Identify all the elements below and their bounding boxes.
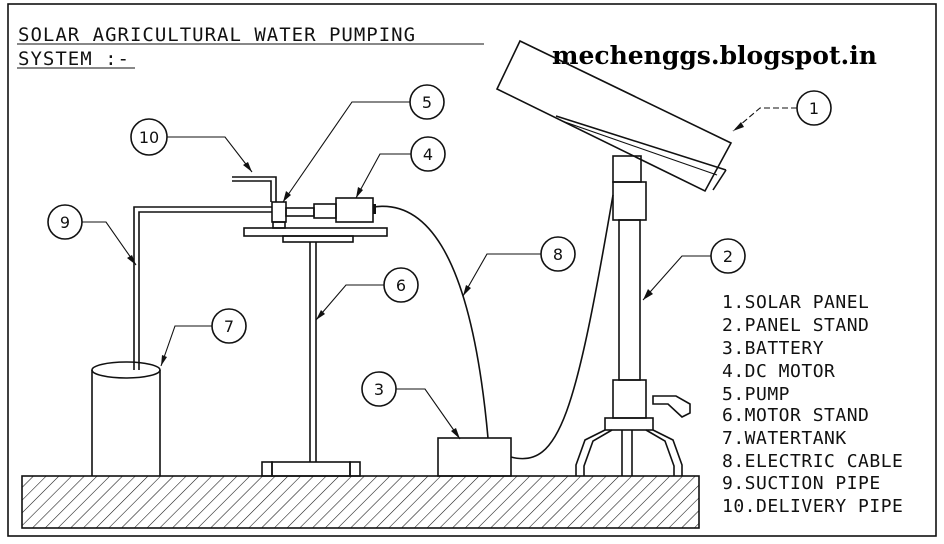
legend-item: 3.BATTERY (722, 338, 824, 359)
blog-watermark: mechenggs.blogspot.in (552, 41, 877, 70)
callout-10: 10 (130, 118, 253, 173)
legend: 1.SOLAR PANEL 2.PANEL STAND 3.BATTERY 4.… (722, 292, 903, 517)
pump (271, 201, 315, 229)
legend-item: 10.DELIVERY PIPE (722, 496, 903, 517)
legend-item: 6.MOTOR STAND (722, 405, 869, 426)
panel-stand (575, 155, 691, 476)
callout-3: 3 (361, 371, 461, 440)
callout-9: 9 (47, 204, 137, 266)
svg-text:2: 2 (723, 247, 733, 266)
solar-panel (495, 39, 733, 193)
svg-text:1: 1 (809, 99, 819, 118)
drawing-frame (7, 3, 937, 537)
svg-text:7: 7 (224, 317, 234, 336)
callout-7: 7 (160, 308, 247, 367)
battery (437, 437, 512, 477)
svg-text:4: 4 (423, 145, 433, 164)
svg-text:8: 8 (553, 245, 563, 264)
suction-pipe (133, 206, 272, 370)
motor-stand (243, 227, 388, 477)
electric-cable-motor (372, 205, 489, 439)
svg-text:3: 3 (374, 380, 384, 399)
svg-text:9: 9 (60, 213, 70, 232)
legend-item: 2.PANEL STAND (722, 315, 869, 336)
delivery-pipe (232, 176, 277, 202)
callout-5: 5 (282, 84, 445, 203)
callout-6: 6 (315, 267, 419, 321)
water-tank (91, 361, 161, 476)
legend-item: 4.DC MOTOR (722, 361, 835, 382)
ground-hatch (21, 475, 700, 529)
title-line-1: SOLAR AGRICULTURAL WATER PUMPING (18, 24, 416, 46)
callout-8: 8 (462, 236, 576, 297)
callout-1: 1 (732, 90, 832, 132)
callout-2: 2 (642, 238, 746, 301)
dc-motor (313, 197, 376, 223)
legend-item: 7.WATERTANK (722, 428, 847, 449)
legend-item: 1.SOLAR PANEL (722, 292, 869, 313)
svg-text:6: 6 (396, 276, 406, 295)
legend-item: 5.PUMP (722, 384, 790, 405)
callout-4: 4 (355, 136, 446, 199)
legend-item: 9.SUCTION PIPE (722, 473, 881, 494)
svg-text:10: 10 (139, 128, 159, 147)
legend-item: 8.ELECTRIC CABLE (722, 451, 903, 472)
title-line-2: SYSTEM :- (18, 48, 130, 70)
electric-cable-panel (510, 194, 614, 460)
svg-text:5: 5 (422, 93, 432, 112)
